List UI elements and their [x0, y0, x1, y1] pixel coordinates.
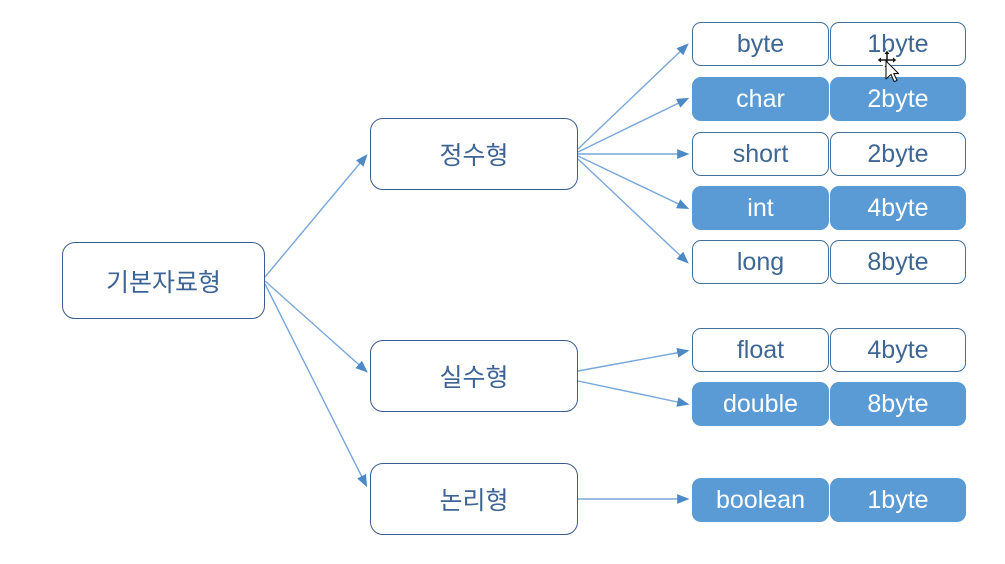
node-logical-type: 논리형 — [370, 463, 578, 535]
leaf-float-size: 4byte — [830, 328, 966, 372]
leaf-boolean-name: boolean — [692, 478, 829, 522]
node-integer-type: 정수형 — [370, 118, 578, 190]
leaf-float-name: float — [692, 328, 829, 372]
leaf-int-name: int — [692, 186, 829, 230]
edge-float-float — [577, 347, 690, 372]
edge-integer-char — [577, 97, 690, 153]
leaf-char-name: char — [692, 77, 829, 121]
leaf-int-size: 4byte — [830, 186, 966, 230]
leaf-byte-size: 1byte — [830, 22, 966, 66]
leaf-boolean-size: 1byte — [830, 478, 966, 522]
leaf-double-size: 8byte — [830, 382, 966, 426]
node-floating-type: 실수형 — [370, 340, 578, 412]
leaf-short-name: short — [692, 132, 829, 176]
edge-float-double — [577, 380, 690, 407]
node-root-basic-data-type: 기본자료형 — [62, 242, 265, 319]
edge-root-boolean — [264, 283, 368, 488]
leaf-double-name: double — [692, 382, 829, 426]
edge-integer-int — [577, 155, 690, 210]
edge-integer-byte — [577, 43, 689, 150]
leaf-long-name: long — [692, 240, 829, 284]
leaf-byte-name: byte — [692, 22, 829, 66]
edge-root-float — [264, 280, 368, 373]
leaf-long-size: 8byte — [830, 240, 966, 284]
leaf-char-size: 2byte — [830, 77, 966, 121]
edge-root-integer — [264, 154, 368, 278]
leaf-short-size: 2byte — [830, 132, 966, 176]
edge-integer-long — [577, 158, 689, 264]
